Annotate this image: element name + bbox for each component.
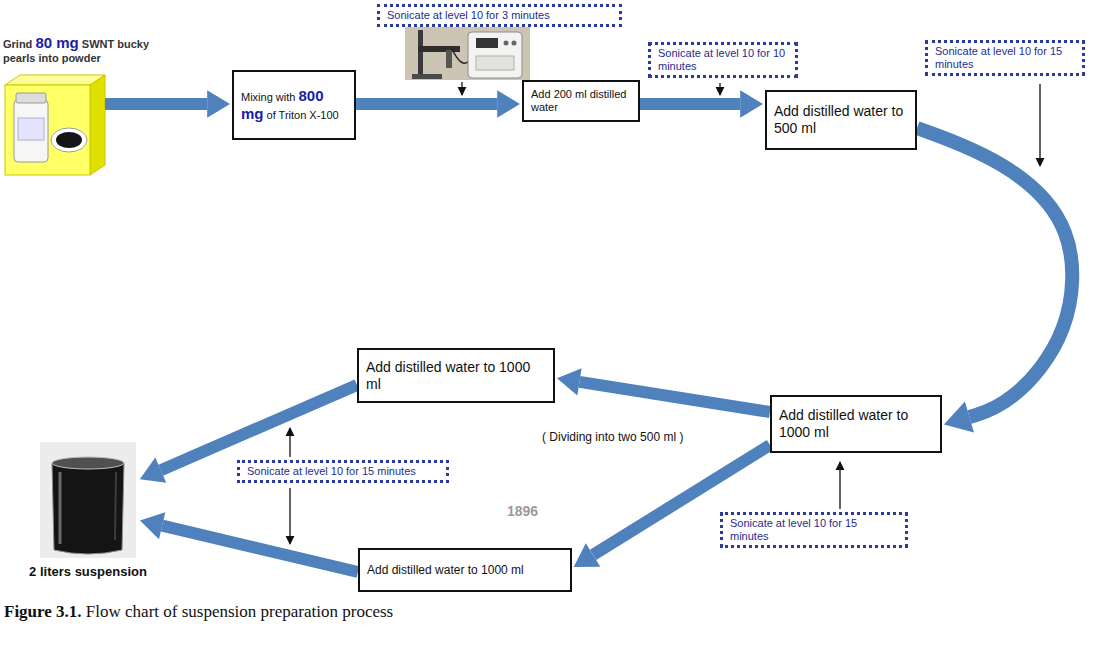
probe-tip [446, 50, 452, 68]
arrow-head [207, 90, 230, 118]
split-note: ( Dividing into two 500 ml ) [540, 430, 685, 444]
pointer-arrow [289, 488, 290, 544]
beaker [52, 463, 124, 554]
text-run: Grind [3, 38, 35, 50]
pointer-arrow [839, 462, 840, 509]
process-box: Add 200 ml distilled water [522, 80, 640, 122]
arrow-head [557, 368, 582, 395]
process-box: Add distilled water to 1000 ml [770, 395, 942, 453]
flow-arrow [140, 512, 358, 572]
pointer-arrow [719, 83, 720, 95]
figure-caption: Figure 3.1. Flow chart of suspension pre… [4, 602, 393, 622]
text-run: Mixing with [241, 91, 298, 103]
pointer-arrow [1039, 84, 1040, 166]
step-text: Sonicate at level 10 for 15 minutes [730, 517, 898, 543]
step-text: Mixing with 800 mg of Triton X-100 [241, 87, 347, 123]
arrow-shaft [162, 526, 358, 572]
photo-panel: 2 liters suspension [38, 440, 138, 560]
process-box: Mixing with 800 mg of Triton X-100 [232, 70, 356, 140]
arrow-shaft [105, 98, 207, 110]
cube-front [5, 85, 90, 175]
step-text: Add distilled water to 1000 ml [366, 359, 546, 393]
flow-arrow [917, 128, 1072, 432]
panel [476, 56, 514, 70]
process-box: Add distilled water to 1000 ml [358, 548, 572, 592]
pointer-arrow [289, 428, 290, 457]
display [476, 38, 498, 48]
arrow-shaft [640, 98, 740, 110]
step-text: Add 200 ml distilled water [531, 88, 631, 114]
process-box: Add distilled water to 500 ml [765, 90, 917, 150]
bottle-lid [16, 93, 46, 103]
arrow-head [140, 512, 165, 539]
generator-unit [468, 32, 522, 78]
pointer-arrow [461, 82, 462, 95]
photo-caption: Grind 80 mg SWNT bucky pearls into powde… [3, 34, 173, 65]
cube-top [5, 75, 105, 85]
step-text: Add distilled water to 1000 ml [367, 563, 563, 577]
dish [51, 128, 87, 152]
sonication-step: Sonicate at level 10 for 15 minutes [237, 460, 449, 483]
pearl-bottle [14, 100, 48, 162]
flow-arrow [640, 90, 763, 118]
glass-highlight [115, 472, 116, 540]
step-text: Sonicate at level 10 for 10 minutes [658, 47, 788, 73]
photo-caption: 2 liters suspension [18, 564, 158, 580]
flow-arrow [574, 445, 770, 567]
arrow-shaft [917, 128, 1072, 417]
stand-base [412, 74, 442, 79]
button [504, 41, 509, 46]
step-text: Sonicate at level 10 for 3 minutes [387, 9, 612, 22]
step-text: Add distilled water to 1000 ml [779, 407, 933, 441]
sonication-step: Sonicate at level 10 for 10 minutes [648, 42, 798, 78]
sonicator-photo [405, 26, 530, 80]
flow-arrow [105, 90, 230, 118]
process-box: Add distilled water to 1000 ml [357, 348, 555, 403]
stand-rod [418, 30, 423, 78]
photo-ground [40, 442, 136, 558]
cable [452, 49, 470, 63]
arrow-head [740, 90, 763, 118]
arrow-shaft [161, 385, 357, 470]
arrow-head [944, 401, 974, 432]
button [512, 41, 517, 46]
arrow-head [497, 90, 520, 118]
bottle-label [18, 118, 44, 140]
suspension-photo [40, 442, 136, 558]
photo-ground [405, 26, 530, 80]
flow-arrow [557, 368, 770, 412]
yellow-cube [5, 75, 105, 175]
cube-side [90, 75, 105, 175]
step-text: Sonicate at level 10 for 15 minutes [247, 465, 439, 478]
text-run: 80 mg [35, 34, 78, 51]
arrow-head [140, 457, 166, 482]
arrow-shaft [356, 98, 497, 110]
text-run: Figure 3.1. [4, 602, 82, 621]
sonication-step: Sonicate at level 10 for 15 minutes [925, 40, 1085, 76]
sonication-step: Sonicate at level 10 for 15 minutes [720, 512, 908, 548]
photo-panel: Grind 80 mg SWNT bucky pearls into powde… [5, 78, 105, 176]
step-text: Add distilled water to 500 ml [774, 103, 908, 137]
step-text: Sonicate at level 10 for 15 minutes [935, 45, 1075, 71]
flow-arrow [356, 90, 520, 118]
beaker-rim [52, 457, 124, 469]
arrow-head [574, 543, 601, 567]
bucky-pearls [56, 132, 82, 148]
text-run: of Triton X-100 [264, 109, 339, 121]
watermark: 1896 [505, 503, 540, 520]
glass-highlight [59, 472, 62, 544]
sonication-step: Sonicate at level 10 for 3 minutes [377, 4, 622, 27]
arrow-shaft [579, 382, 770, 412]
text-run: Flow chart of suspension preparation pro… [82, 602, 394, 621]
